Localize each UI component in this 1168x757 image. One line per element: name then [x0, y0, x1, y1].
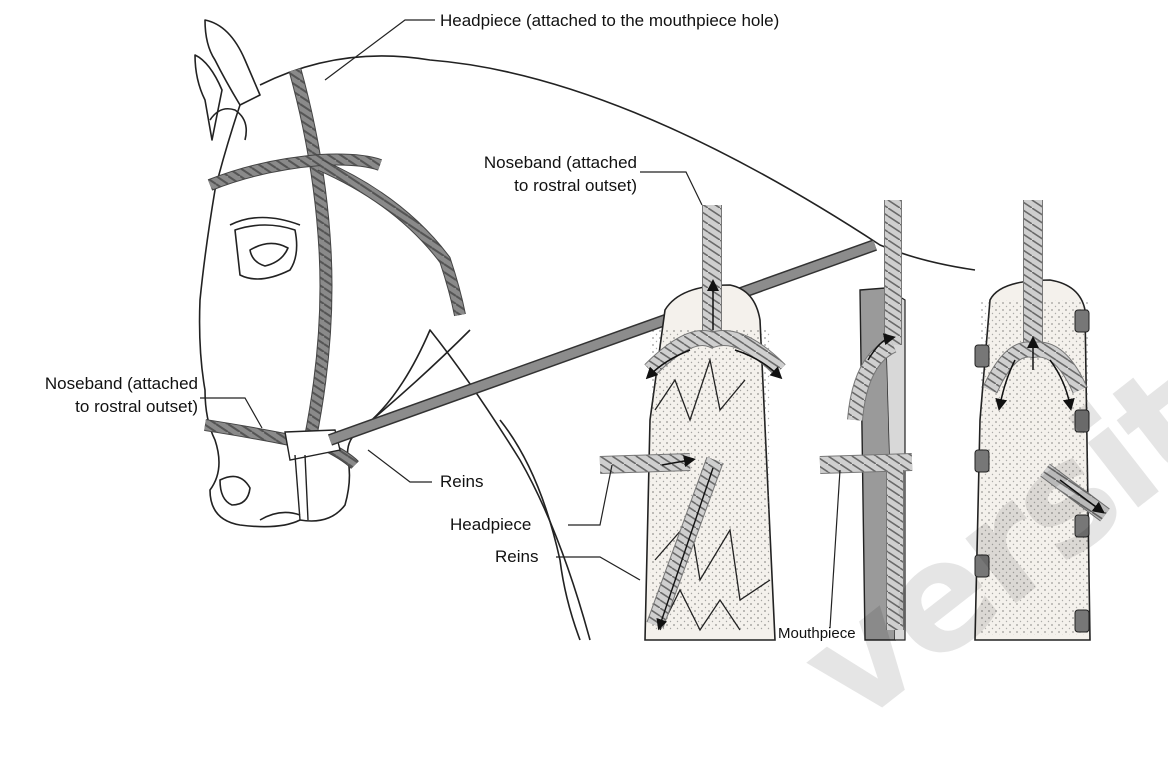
label-noseband-mid-2: to rostral outset) [445, 176, 637, 196]
horse-bridle [205, 70, 875, 520]
label-headpiece-cheek: Headpiece [450, 515, 531, 535]
label-noseband-left-2: to rostral outset) [8, 397, 198, 417]
bridle-diagram: Headpiece (attached to the mouthpiece ho… [0, 0, 1168, 641]
label-headpiece-top: Headpiece (attached to the mouthpiece ho… [440, 11, 779, 31]
label-noseband-mid-1: Noseband (attached [445, 153, 637, 173]
label-reins-horse: Reins [440, 472, 483, 492]
label-reins-cheek: Reins [495, 547, 538, 567]
label-noseband-left-1: Noseband (attached [8, 374, 198, 394]
cheekpiece-front [600, 205, 780, 640]
